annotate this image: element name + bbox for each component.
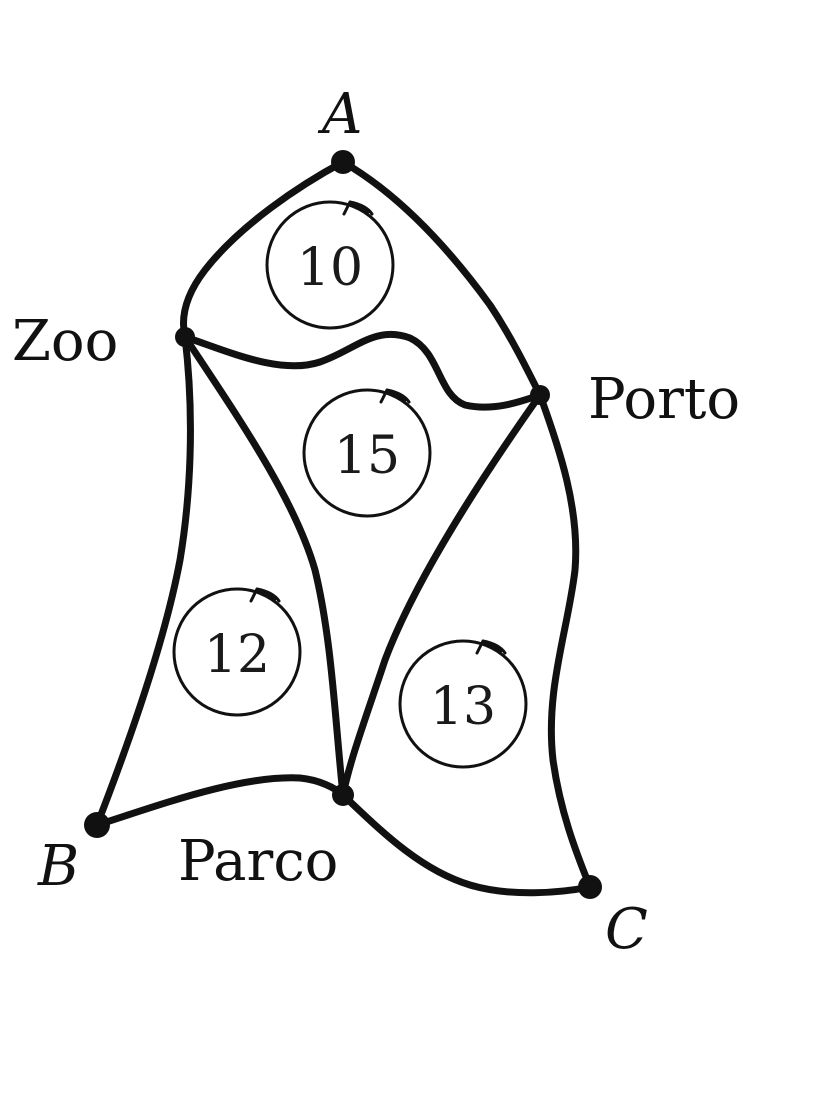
cycle-10-number: 10 — [297, 238, 363, 298]
cycle-12-arrow-icon — [249, 587, 281, 603]
cycle-15-ring — [302, 388, 432, 518]
edges — [93, 158, 594, 897]
cycle-10-ring — [265, 200, 395, 330]
cycle-13-number: 13 — [430, 677, 496, 737]
label-zoo: Zoo — [12, 309, 118, 374]
label-porto: Porto — [588, 367, 740, 432]
cycle-15: 15 — [302, 388, 432, 518]
node-dot-c — [578, 875, 602, 899]
edge-b-parco — [93, 774, 347, 829]
cycle-12-ring — [172, 587, 302, 717]
cycle-12: 12 — [172, 587, 302, 717]
edge-porto-c — [536, 391, 594, 891]
node-labels: A Zoo Porto B Parco C — [12, 82, 740, 962]
cycle-13-arrow-icon — [475, 639, 507, 655]
node-dots — [84, 150, 602, 899]
cycle-15-number: 15 — [334, 426, 400, 486]
node-dot-b — [84, 812, 110, 838]
cycle-13-ring — [398, 639, 528, 769]
cycle-13: 13 — [398, 639, 528, 769]
edge-zoo-parco — [181, 333, 347, 799]
edge-zoo-b — [93, 333, 194, 829]
cycle-12-number: 12 — [204, 625, 270, 685]
label-parco: Parco — [178, 829, 338, 894]
edge-zoo-porto — [181, 330, 544, 411]
edge-porto-parco — [339, 391, 544, 799]
edge-parco-c — [339, 791, 594, 897]
label-b: B — [37, 834, 79, 899]
node-dot-a — [331, 150, 355, 174]
cycle-10-arrow-icon — [342, 200, 374, 216]
cycle-10: 10 — [265, 200, 395, 330]
node-dot-porto — [530, 385, 550, 405]
node-dot-parco — [332, 784, 354, 806]
cycle-15-arrow-icon — [379, 388, 411, 404]
edge-a-porto — [339, 158, 544, 399]
node-dot-zoo — [175, 327, 195, 347]
label-a: A — [317, 82, 362, 147]
edge-a-zoo — [180, 158, 347, 341]
label-c: C — [605, 897, 648, 962]
